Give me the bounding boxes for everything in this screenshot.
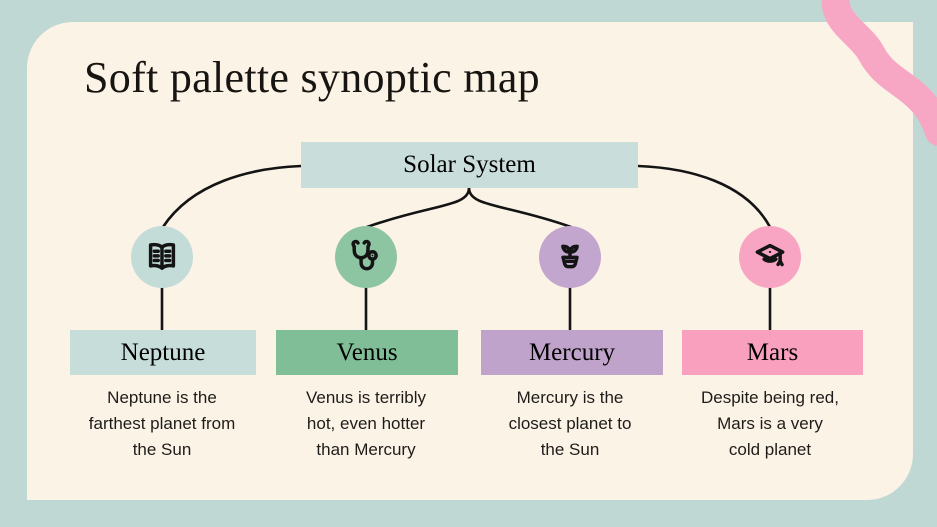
mars-description: Despite being red, Mars is a very cold p… [701,388,839,459]
root-node-label: Solar System [403,151,536,178]
mercury-box: Mercury [481,330,663,375]
stethoscope-icon [351,239,378,271]
neptune-icon-circle [131,226,193,288]
venus-description: Venus is terribly hot, even hotter than … [306,388,426,459]
mars-label: Mars [746,338,799,366]
venus-icon-circle [335,226,397,288]
neptune-box: Neptune [70,330,256,375]
graduation-cap-icon [755,243,785,267]
root-node-solar-system: Solar System [301,142,638,188]
venus-label: Venus [336,338,398,366]
neptune-label: Neptune [120,338,206,366]
mercury-description: Mercury is the closest planet to the Sun [508,388,632,459]
page-title: Soft palette synoptic map [84,53,540,102]
mars-box: Mars [682,330,863,375]
mars-icon-circle [739,226,801,288]
venus-box: Venus [276,330,458,375]
open-book-icon [148,242,176,270]
potted-plant-icon [561,244,579,269]
mercury-label: Mercury [528,338,616,366]
neptune-description: Neptune is the farthest planet from the … [88,388,236,459]
mercury-icon-circle [539,226,601,288]
